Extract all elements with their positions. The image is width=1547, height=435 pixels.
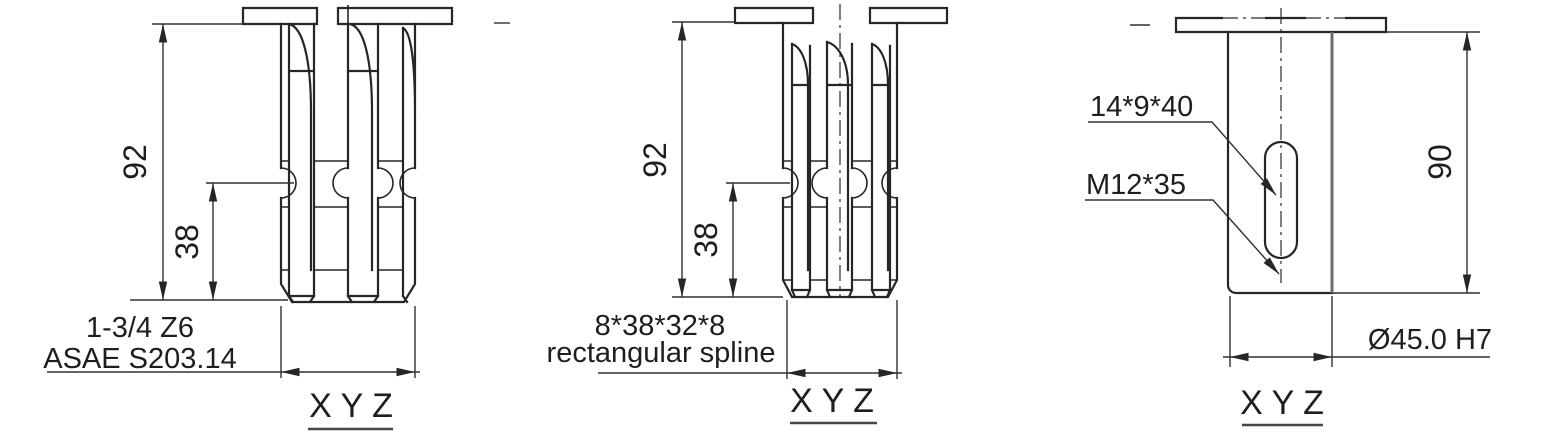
thread-size-label: M12*35	[1086, 169, 1186, 201]
width-dimension-value: X Y Z	[309, 387, 393, 425]
view-spline-bushing-asae: 92 38 1-3/4 Z6 ASAE S203.14 X Y Z	[43, 5, 454, 431]
spline-spec-line1: 1-3/4 Z6	[86, 312, 194, 344]
groove-band-lines	[281, 160, 403, 271]
pin-height-dimension-value: 38	[169, 224, 205, 260]
view-rectangular-spline-bushing: 92 38 8*38*32*8 rectangular spline X Y Z	[494, 4, 949, 425]
height-dimension-90: 90	[1333, 31, 1480, 294]
spline-spec-line2: ASAE S203.14	[43, 343, 236, 375]
slot-outline	[1263, 140, 1299, 260]
width-dimension: 1-3/4 Z6 ASAE S203.14 X Y Z	[43, 306, 420, 431]
pin-height-dimension-value: 38	[688, 222, 724, 258]
height-dimension-92: 92	[637, 21, 783, 298]
pin-height-dimension-38: 38	[169, 182, 294, 300]
spline-body-outline	[781, 21, 899, 299]
slot-size-label: 14*9*40	[1090, 91, 1193, 123]
height-dimension-value: 92	[637, 142, 673, 178]
leader-line	[1085, 199, 1280, 275]
pin-height-dimension-38: 38	[688, 182, 790, 297]
width-dimension-value: X Y Z	[1240, 384, 1324, 422]
thread-callout: M12*35	[1085, 169, 1280, 275]
width-dimension-value: X Y Z	[790, 382, 874, 420]
flange-outline	[733, 6, 949, 25]
height-dimension-value: 90	[1422, 144, 1458, 180]
width-dimension: Ø45.0 H7 X Y Z	[1223, 296, 1492, 427]
width-dimension: 8*38*32*8 rectangular spline X Y Z	[547, 300, 902, 425]
height-dimension-92: 92	[117, 23, 288, 301]
sleeve-body-outline	[1226, 30, 1334, 295]
spline-spec-line2: rectangular spline	[547, 337, 776, 369]
bore-dimension-value: Ø45.0 H7	[1368, 324, 1492, 356]
spline-spec-line1: 8*38*32*8	[595, 310, 726, 342]
height-dimension-value: 92	[117, 144, 153, 180]
extension-lines	[280, 306, 416, 378]
groove-band-lines	[783, 160, 897, 281]
view-round-bore-sleeve: 14*9*40 M12*35 90 Ø45.0 H7 X Y Z	[1085, 8, 1492, 427]
lock-pin-notch-arcs	[782, 167, 898, 199]
leader-line	[1088, 121, 1277, 196]
lock-pin-notch-arcs	[280, 167, 416, 199]
slot-callout: 14*9*40	[1088, 91, 1277, 196]
extension-lines	[786, 300, 898, 379]
spline-body-outline	[279, 22, 417, 304]
